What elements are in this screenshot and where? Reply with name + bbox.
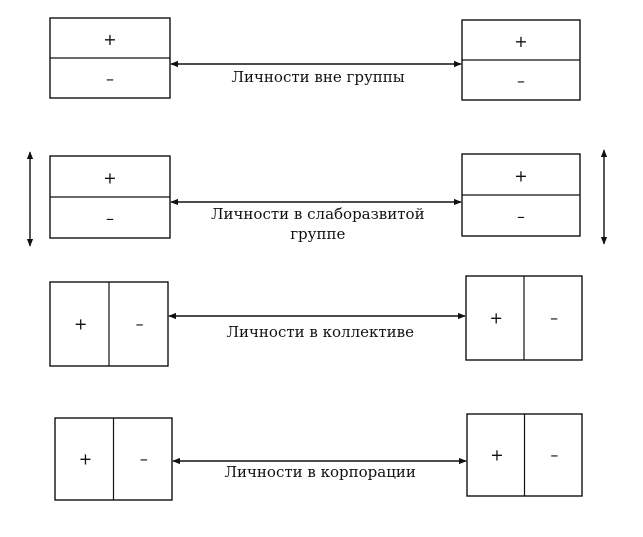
- minus-sign-right-weak-group: –: [517, 207, 525, 226]
- minus-sign-right-collective: –: [550, 309, 558, 328]
- label-outside-group: Личности вне группы: [232, 67, 405, 87]
- minus-sign-right-outside-group: –: [517, 71, 525, 90]
- plus-sign-left-weak-group: +: [103, 169, 116, 188]
- minus-sign-left-corporation: –: [140, 450, 148, 469]
- minus-sign-left-outside-group: –: [106, 69, 114, 88]
- minus-sign-right-corporation: –: [550, 446, 558, 465]
- label-line-outside-group-0: Личности вне группы: [231, 68, 405, 86]
- plus-sign-left-collective: +: [74, 315, 87, 334]
- plus-sign-left-corporation: +: [79, 450, 92, 469]
- label-weak-group: Личности в слаборазвитой группе: [211, 204, 425, 244]
- minus-sign-left-collective: –: [136, 315, 144, 334]
- label-collective: Личности в коллективе: [227, 322, 414, 342]
- plus-sign-right-corporation: +: [490, 446, 503, 465]
- plus-sign-right-outside-group: +: [514, 32, 527, 51]
- label-line-corporation-0: Личности в корпорации: [224, 463, 416, 481]
- plus-sign-right-weak-group: +: [514, 167, 527, 186]
- label-line-collective-0: Личности в коллективе: [226, 323, 414, 341]
- plus-sign-left-outside-group: +: [103, 30, 116, 49]
- plus-sign-right-collective: +: [489, 309, 502, 328]
- label-line-weak-group-0: Личности в слаборазвитой: [211, 205, 425, 223]
- label-line-weak-group-1: группе: [290, 225, 346, 243]
- label-corporation: Личности в корпорации: [225, 462, 416, 482]
- minus-sign-left-weak-group: –: [106, 209, 114, 228]
